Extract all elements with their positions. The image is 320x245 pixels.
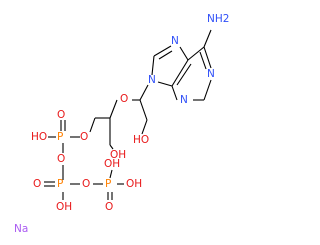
- molecule-diagram: NH2 N N N N O HO O P O HO O P O OH O P O…: [14, 13, 230, 235]
- hydroxyl-a-label: HO: [133, 134, 149, 146]
- n7-label: N: [171, 35, 179, 47]
- bond-c4-c5: [171, 59, 189, 87]
- phosphorus-1-label: P: [57, 131, 63, 143]
- ether-oxygen-label: O: [120, 93, 128, 105]
- atom-labels: NH2 N N N N O HO O P O HO O P O OH O P O…: [14, 13, 229, 235]
- bond-c6-c5: [187, 46, 205, 61]
- bond-ch2a-o: [89, 117, 96, 133]
- bond-c8-n9: [151, 55, 155, 76]
- bond-c4-c5-double: [176, 63, 192, 86]
- sodium-label: Na: [14, 223, 28, 235]
- phosphate-3-hydroxyl-right-label: OH: [126, 178, 142, 190]
- bond-c6-n1-double: [199, 51, 207, 70]
- amine-label: NH2: [207, 13, 229, 25]
- structure-drawing: NH2 N N N N O HO O P O HO O P O OH O P O…: [14, 13, 229, 235]
- bridge-oxygen-1-label: O: [57, 153, 65, 165]
- phosphoryl-oxygen-1-label: O: [57, 109, 65, 121]
- phosphate-3-hydroxyl-top-label: OH: [104, 158, 120, 170]
- bond-c6-n1: [203, 46, 212, 69]
- bond-n7-c8-double: [158, 50, 173, 60]
- bond-n9-c4: [157, 81, 173, 87]
- n1-label: N: [207, 68, 215, 80]
- bond-c6-nh2: [203, 29, 212, 48]
- n9-label: N: [148, 74, 156, 86]
- bond-n1-c2: [203, 79, 212, 101]
- ester-oxygen-label: O: [80, 131, 88, 143]
- phosphoryl-oxygen-3-label: O: [105, 201, 113, 213]
- bond-o-c2p: [109, 99, 118, 119]
- phosphorus-3-label: P: [105, 178, 111, 190]
- bond-c1p-ch2: [139, 99, 148, 121]
- bond-ch2b-oh: [109, 144, 114, 150]
- bridge-oxygen-2-label: O: [82, 178, 90, 190]
- phosphoryl-oxygen-2-label: O: [33, 178, 41, 190]
- bond-ch2-oh: [141, 119, 148, 135]
- phosphate-1-hydroxyl-label: HO: [31, 131, 47, 143]
- bond-n9-c1p: [139, 84, 149, 101]
- phosphate-2-hydroxyl-label: OH: [56, 201, 72, 213]
- bond-p3-oh-top: [109, 169, 113, 179]
- n3-label: N: [180, 94, 188, 106]
- bonds: [44, 29, 212, 200]
- bond-n7-c8: [153, 45, 172, 57]
- phosphorus-2-label: P: [57, 178, 63, 190]
- bond-n3-c4: [171, 85, 178, 101]
- bond-c5-n7: [179, 46, 189, 61]
- hydroxyl-b-label: OH: [110, 149, 126, 161]
